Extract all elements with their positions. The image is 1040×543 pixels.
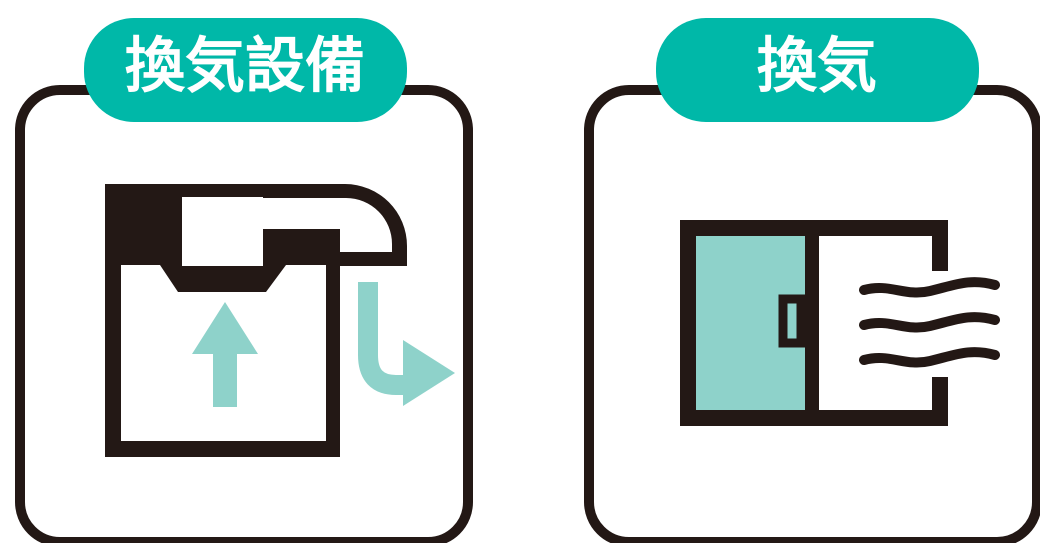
range-hood-exhaust-icon <box>105 184 455 457</box>
tag-label: 換気設備 <box>125 32 365 102</box>
exhaust-arrow-head <box>403 340 455 406</box>
hood-filter <box>182 197 263 266</box>
tag-badge <box>656 18 979 122</box>
open-window-airflow-icon <box>680 220 1000 426</box>
tag-label: 換気 <box>757 32 877 102</box>
window-handle <box>778 294 806 348</box>
wind-line-icon <box>859 312 1000 333</box>
wind-line-icon <box>859 277 1000 298</box>
window-frame <box>680 220 948 426</box>
exhaust-arrow-icon <box>358 282 412 395</box>
tag-badge <box>84 18 407 122</box>
card-ventilation-equipment: 換気設備 <box>15 18 473 543</box>
arrow-up-icon <box>192 302 258 407</box>
hood-duct <box>263 198 392 252</box>
card-ventilation: 換気 <box>584 18 1040 543</box>
wind-line-icon <box>859 347 1000 368</box>
